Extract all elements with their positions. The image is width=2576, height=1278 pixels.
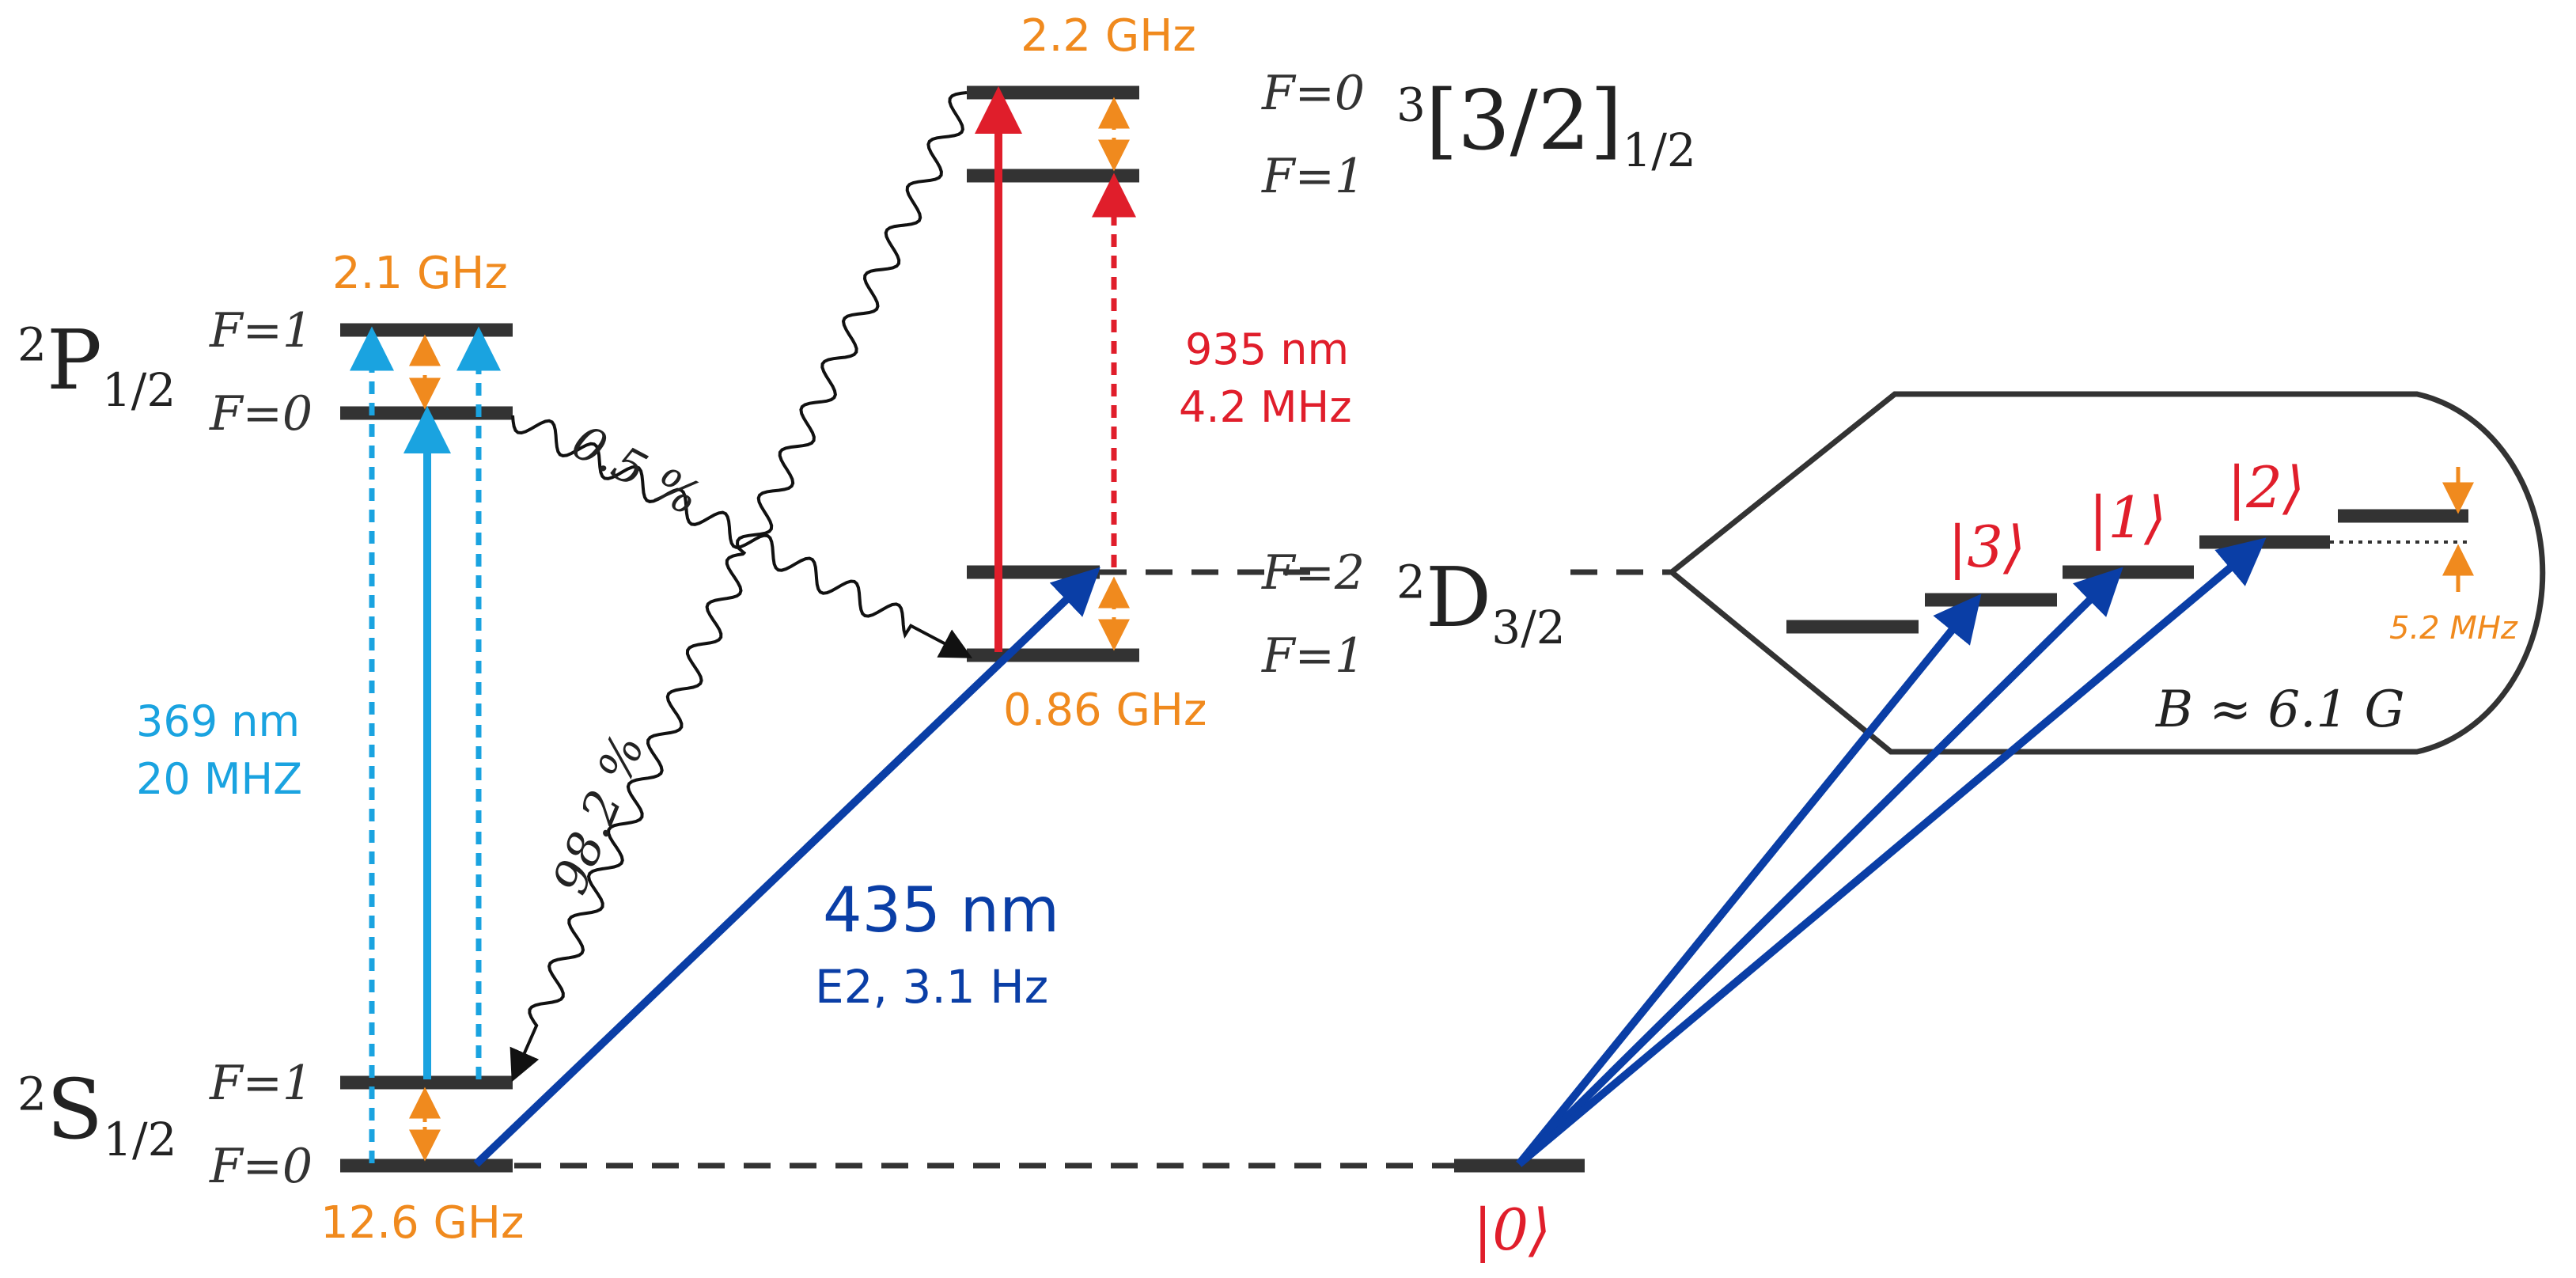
- ket-3: |3⟩: [1948, 514, 2026, 580]
- label-b-f0: F=0: [1262, 66, 1366, 121]
- ket-0: |0⟩: [1473, 1196, 1551, 1263]
- e2-arrow-ket2: [1516, 537, 2267, 1167]
- label-p-f1: F=1: [210, 303, 313, 358]
- splitting-p: 2.1 GHz: [332, 248, 508, 299]
- decay-wavy-b-to-s: [735, 91, 968, 556]
- inset-field: B ≈ 6.1 G: [2156, 681, 2405, 739]
- ket-1: |1⟩: [2089, 484, 2167, 551]
- ket-2: |2⟩: [2227, 454, 2305, 521]
- label-d-f1: F=1: [1262, 628, 1366, 684]
- decay-wavy-p-to-s: [510, 552, 744, 1083]
- term-p-1-2: 2P1/2: [17, 312, 176, 417]
- term-bracket-3-2: 3[3/2]1/2: [1396, 72, 1696, 177]
- label-b-f1: F=1: [1262, 149, 1366, 204]
- zeeman-inset-bubble: [1667, 391, 2546, 755]
- splitting-zeeman: 5.2 MHz: [2389, 610, 2517, 647]
- term-d-3-2: 2D3/2: [1396, 549, 1566, 654]
- label-935-wavelength: 935 nm: [1185, 324, 1350, 374]
- label-s-f0: F=0: [210, 1139, 313, 1194]
- splitting-bracket: 2.2 GHz: [1021, 10, 1196, 62]
- term-s-1-2: 2S1/2: [17, 1061, 177, 1166]
- label-p-f0: F=0: [210, 386, 313, 442]
- e2-arrow-ket3: [1516, 593, 1982, 1167]
- decay-wavy-p-to-d: [511, 415, 973, 658]
- splitting-d: 0.86 GHz: [1003, 685, 1207, 736]
- e2-arrow-ket1: [1516, 567, 2123, 1167]
- label-435-wavelength: 435 nm: [823, 875, 1060, 946]
- label-d-f2: F=2: [1262, 545, 1366, 601]
- label-435-detail: E2, 3.1 Hz: [815, 960, 1049, 1014]
- label-935-linewidth: 4.2 MHz: [1179, 382, 1352, 432]
- splitting-s: 12.6 GHz: [320, 1197, 525, 1249]
- e2-arrow-main: [473, 567, 1100, 1167]
- label-s-f1: F=1: [210, 1056, 313, 1111]
- label-369-linewidth: 20 MHZ: [136, 754, 303, 804]
- label-369-wavelength: 369 nm: [136, 696, 301, 746]
